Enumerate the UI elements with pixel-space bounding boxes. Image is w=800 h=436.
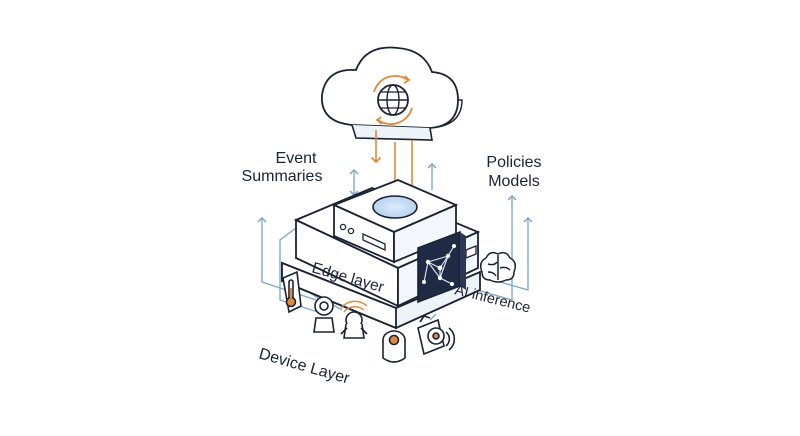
- status-led: [347, 227, 355, 235]
- drive-slot: [362, 232, 386, 252]
- globe-icon: [373, 75, 413, 125]
- status-led: [339, 223, 347, 231]
- event-summaries-label-line1: Event: [276, 150, 317, 167]
- motor-icon: [417, 315, 456, 356]
- webcam-icon: [313, 296, 335, 333]
- edge-glow-port: [372, 195, 418, 219]
- thermometer-icon: [282, 270, 302, 314]
- device-layer-label: Device Layer: [257, 346, 352, 388]
- camera-icon: [382, 330, 406, 363]
- brain-icon: [479, 251, 517, 283]
- sensor-icon: [340, 300, 368, 339]
- event-summaries-label-line2: Summaries: [242, 168, 323, 185]
- models-label: Models: [488, 173, 540, 190]
- policies-label: Policies: [486, 154, 541, 171]
- neural-chip-icon: [417, 230, 466, 304]
